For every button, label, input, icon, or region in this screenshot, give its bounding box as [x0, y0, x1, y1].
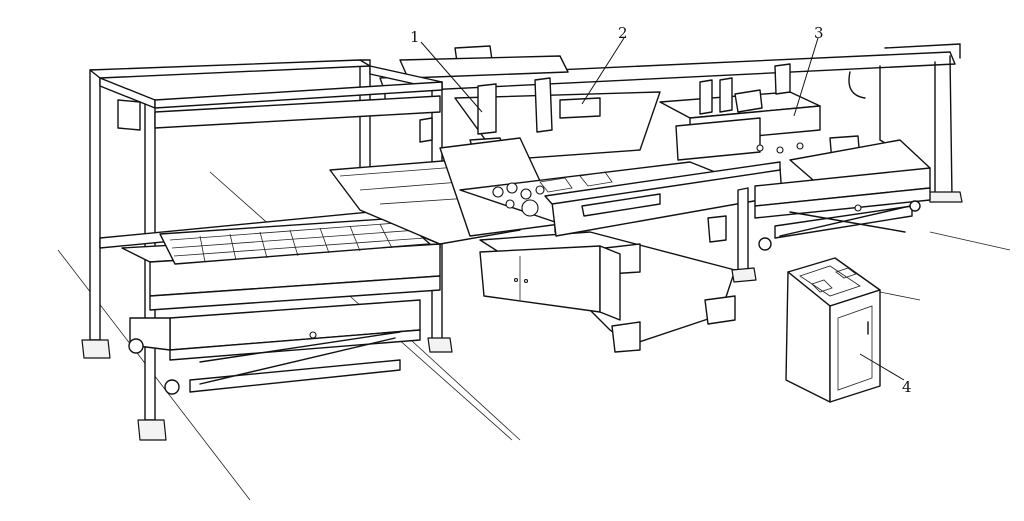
right-stack-table: [754, 139, 931, 251]
callout-1: 1: [410, 28, 420, 46]
callout-leaders: [420, 37, 905, 381]
right-leg: [707, 187, 757, 283]
gantry-brackets: [477, 77, 553, 135]
callout-4: 4: [902, 378, 912, 396]
callout-3: 3: [814, 24, 824, 42]
callout-2: 2: [618, 24, 628, 42]
roller-grate: [159, 217, 431, 265]
top-box: [399, 45, 569, 79]
left-stack-table: [121, 231, 441, 395]
gantry-rail: [379, 43, 963, 203]
control-console: [785, 257, 881, 403]
suction-head: [659, 63, 861, 163]
lower-cabinet: [479, 245, 621, 321]
